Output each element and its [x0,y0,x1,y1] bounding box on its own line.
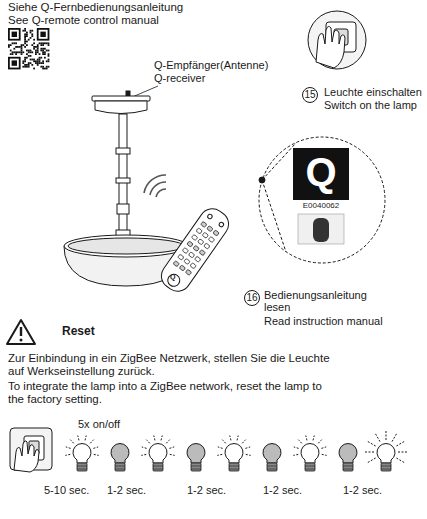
step-text: Leuchte einschalten [324,86,422,98]
callout-number: 15 [302,87,318,103]
callout-number: 16 [244,290,260,306]
instruction-text: Zur Einbindung in ein ZigBee Netzwerk, s… [8,352,338,378]
step-text: Switch on the lamp [324,99,417,111]
switch-hand-icon [10,428,52,472]
qr-code [8,28,49,69]
remote-logo: Q [170,273,175,281]
manual-note: Siehe Q-Fernbedienungsanleitung [8,1,183,14]
step-count: 5x on/off [78,418,120,430]
part-name: Q-receiver [154,72,205,84]
remote-control [156,204,233,297]
duration: 1-2 sec. [263,484,302,496]
article-number: E0040062 [293,202,349,211]
bulb-sequence [65,431,407,471]
instruction-text: To integrate the lamp into a ZigBee netw… [8,380,338,406]
duration: 1-2 sec. [343,484,382,496]
duration: 1-2 sec. [107,484,146,496]
manual-note: See Q-remote control manual [8,14,159,27]
zoom-callout [259,137,385,263]
step-text: Read instruction manual [264,315,383,327]
duration: 1-2 sec. [187,484,226,496]
signal-waves [144,175,166,197]
remote-thumbnail [298,214,344,244]
switch-hand-icon [308,11,366,69]
duration: 5-10 sec. [44,484,89,496]
warning-sign [7,320,35,344]
q-logo-box [293,148,349,200]
lamp-drawing [64,91,188,286]
q-logo: Q [293,150,349,195]
step-text: Bedienungsanleitung lesen [264,289,384,314]
part-name: Q-Empfänger(Antenne) [154,59,268,71]
section-heading: Reset [62,325,95,338]
